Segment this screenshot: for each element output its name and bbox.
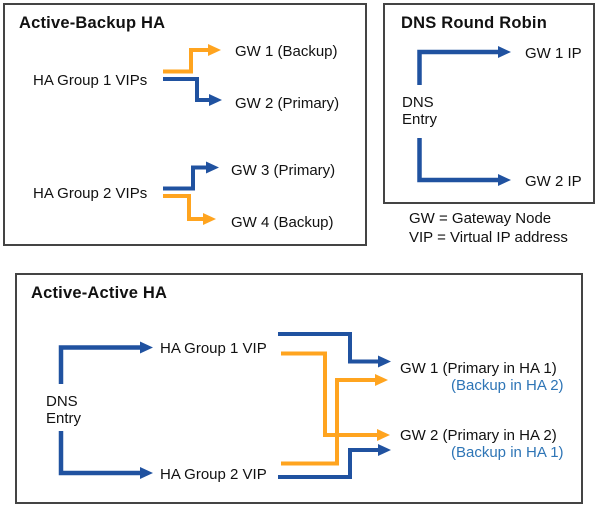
panel-active-backup-ha	[3, 3, 367, 246]
dns-entry-line2: Entry	[402, 110, 438, 128]
active-backup-panel-title: Active-Backup HA	[19, 14, 166, 32]
ha-group-2-vips-label: HA Group 2 VIPs	[33, 185, 148, 202]
ha-group-2-vip-label: HA Group 2 VIP	[160, 466, 267, 483]
gw3-primary-label: GW 3 (Primary)	[231, 161, 336, 179]
gw2-primary-in-ha2-label: GW 2 (Primary in HA 2)	[400, 426, 557, 444]
panel-dns-round-robin	[383, 3, 595, 204]
dns-entry-line1: DNS	[46, 392, 78, 410]
gw1-backup-label: GW 1 (Backup)	[235, 42, 338, 60]
gw1-primary-in-ha1-label: GW 1 (Primary in HA 1)	[400, 360, 557, 377]
ha-group-1-vip-label: HA Group 1 VIP	[160, 340, 267, 357]
dns-entry-line2: Entry	[46, 409, 82, 427]
gw2-ip-label: GW 2 IP	[525, 172, 582, 190]
dns-round-robin-panel-title: DNS Round Robin	[401, 14, 547, 32]
gw2-backup-in-ha1-label: (Backup in HA 1)	[451, 443, 564, 461]
dns-entry-label-active-active: DNS Entry	[46, 393, 81, 428]
legend: GW = Gateway Node VIP = Virtual IP addre…	[409, 210, 568, 247]
legend-gw-definition: GW = Gateway Node	[409, 210, 552, 227]
gw1-ip-label: GW 1 IP	[525, 44, 582, 62]
gw4-backup-label: GW 4 (Backup)	[231, 214, 334, 231]
dns-entry-label: DNS Entry	[402, 94, 437, 129]
ha-group-1-vips-label: HA Group 1 VIPs	[33, 71, 148, 89]
active-active-panel-title: Active-Active HA	[31, 284, 168, 302]
gw2-primary-label: GW 2 (Primary)	[235, 95, 340, 112]
legend-vip-definition: VIP = Virtual IP address	[409, 228, 568, 246]
dns-entry-line1: DNS	[402, 93, 434, 111]
gw1-backup-in-ha2-label: (Backup in HA 2)	[451, 376, 564, 394]
panel-active-active-ha	[15, 273, 583, 504]
